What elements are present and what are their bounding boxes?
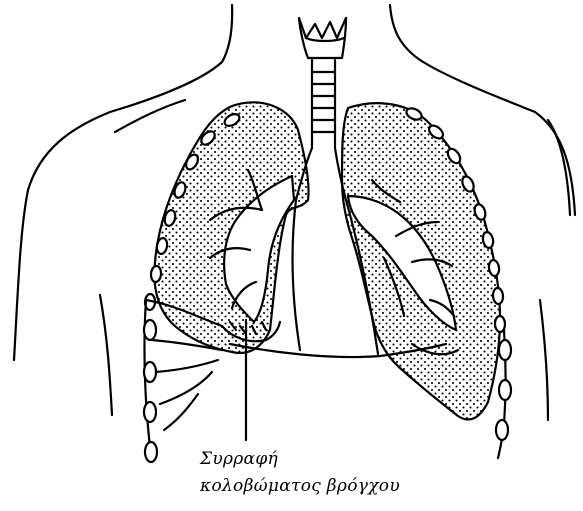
caption-line-1: Συρραφή: [200, 446, 400, 473]
lower-rib-cage-right: [496, 330, 511, 458]
left-lung: [342, 103, 500, 419]
right-lung: [154, 102, 308, 353]
caption-line-2: κολοβώματος βρόγχου: [200, 473, 400, 500]
figure-caption: Συρραφή κολοβώματος βρόγχου: [200, 446, 400, 500]
